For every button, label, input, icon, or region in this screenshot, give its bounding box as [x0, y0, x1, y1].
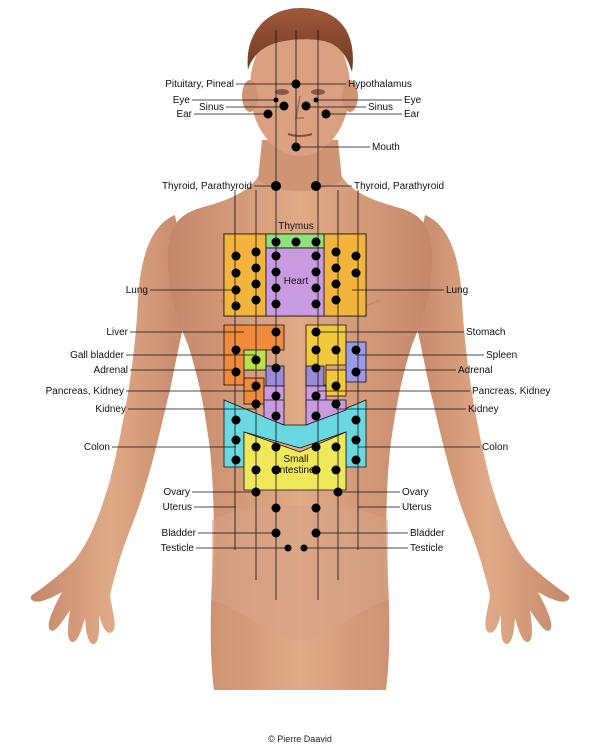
label-ovary-right: Ovary	[163, 487, 190, 498]
point-testicle-left	[300, 544, 308, 552]
label-testicle-right: Testicle	[161, 543, 195, 554]
point-uterus-left	[311, 503, 321, 513]
point-hypothalamus	[291, 79, 301, 89]
label-colon-right: Colon	[84, 442, 110, 453]
label-ear-left: Ear	[404, 109, 420, 120]
label-small-intestine-1: Small	[283, 454, 308, 465]
label-hypothalamus: Hypothalamus	[348, 79, 412, 90]
acupoints	[231, 79, 361, 552]
label-colon-left: Colon	[482, 442, 508, 453]
point-bladder-left	[311, 528, 321, 538]
small-intestine-block	[243, 431, 347, 491]
point-ear-left	[321, 109, 331, 119]
label-small-intestine-2: intestine	[277, 465, 315, 476]
hair	[247, 8, 353, 72]
label-lung-right: Lung	[126, 285, 148, 296]
label-thymus: Thymus	[278, 221, 314, 232]
label-pituitary-pineal: Pituitary, Pineal	[165, 79, 234, 90]
label-sinus-left: Sinus	[368, 102, 393, 113]
right-lung-block	[223, 233, 267, 317]
right-arm	[30, 215, 191, 645]
label-stomach: Stomach	[466, 327, 505, 338]
label-bladder-right: Bladder	[162, 528, 197, 539]
face-eye-right	[275, 89, 289, 95]
label-spleen: Spleen	[486, 350, 517, 361]
label-kidney-left: Kidney	[468, 404, 499, 415]
label-testicle-left: Testicle	[410, 543, 444, 554]
label-mouth: Mouth	[372, 142, 400, 153]
point-ovary-left	[333, 487, 343, 497]
point-sinus-left	[301, 101, 311, 111]
label-uterus-left: Uterus	[402, 502, 431, 513]
label-kidney-right: Kidney	[95, 404, 126, 415]
body-silhouette	[30, 8, 570, 690]
point-ovary-right	[251, 487, 261, 497]
neck	[258, 140, 342, 192]
label-ovary-left: Ovary	[402, 487, 429, 498]
label-thyroid-right: Thyroid, Parathyroid	[162, 181, 252, 192]
label-heart: Heart	[284, 276, 309, 287]
label-gall-bladder: Gall bladder	[70, 350, 125, 361]
point-sinus-right	[279, 101, 289, 111]
point-uterus-right	[271, 503, 281, 513]
point-eye-right	[273, 97, 279, 103]
right-ear-shape	[242, 80, 258, 112]
labels: Pituitary, Pineal Hypothalamus Eye Eye S…	[46, 79, 551, 744]
face-mouth	[287, 133, 313, 137]
label-thyroid-left: Thyroid, Parathyroid	[354, 181, 444, 192]
point-thyroid-right	[271, 181, 281, 191]
spleen-block	[345, 341, 367, 383]
point-testicle-right	[284, 544, 292, 552]
left-ear-shape	[342, 80, 358, 112]
leader-lines	[112, 83, 484, 549]
label-eye-left: Eye	[404, 95, 422, 106]
label-pancreas-kidney-left: Pancreas, Kidney	[472, 386, 550, 397]
point-bladder-right	[271, 528, 281, 538]
point-mouth	[291, 142, 301, 152]
label-adrenal-left: Adrenal	[458, 365, 492, 376]
label-liver: Liver	[106, 327, 128, 338]
point-eye-left	[313, 97, 319, 103]
label-adrenal-right: Adrenal	[94, 365, 128, 376]
label-pancreas-kidney-right: Pancreas, Kidney	[46, 386, 124, 397]
label-ear-right: Ear	[176, 109, 192, 120]
point-ear-right	[263, 109, 273, 119]
copyright-text: © Pierre Daavid	[268, 734, 332, 744]
head	[250, 20, 350, 156]
label-lung-left: Lung	[446, 285, 468, 296]
label-bladder-left: Bladder	[410, 528, 445, 539]
label-uterus-right: Uterus	[163, 502, 192, 513]
label-eye-right: Eye	[173, 95, 191, 106]
point-thyroid-left	[311, 181, 321, 191]
label-sinus-right: Sinus	[199, 102, 224, 113]
left-arm	[410, 215, 570, 645]
